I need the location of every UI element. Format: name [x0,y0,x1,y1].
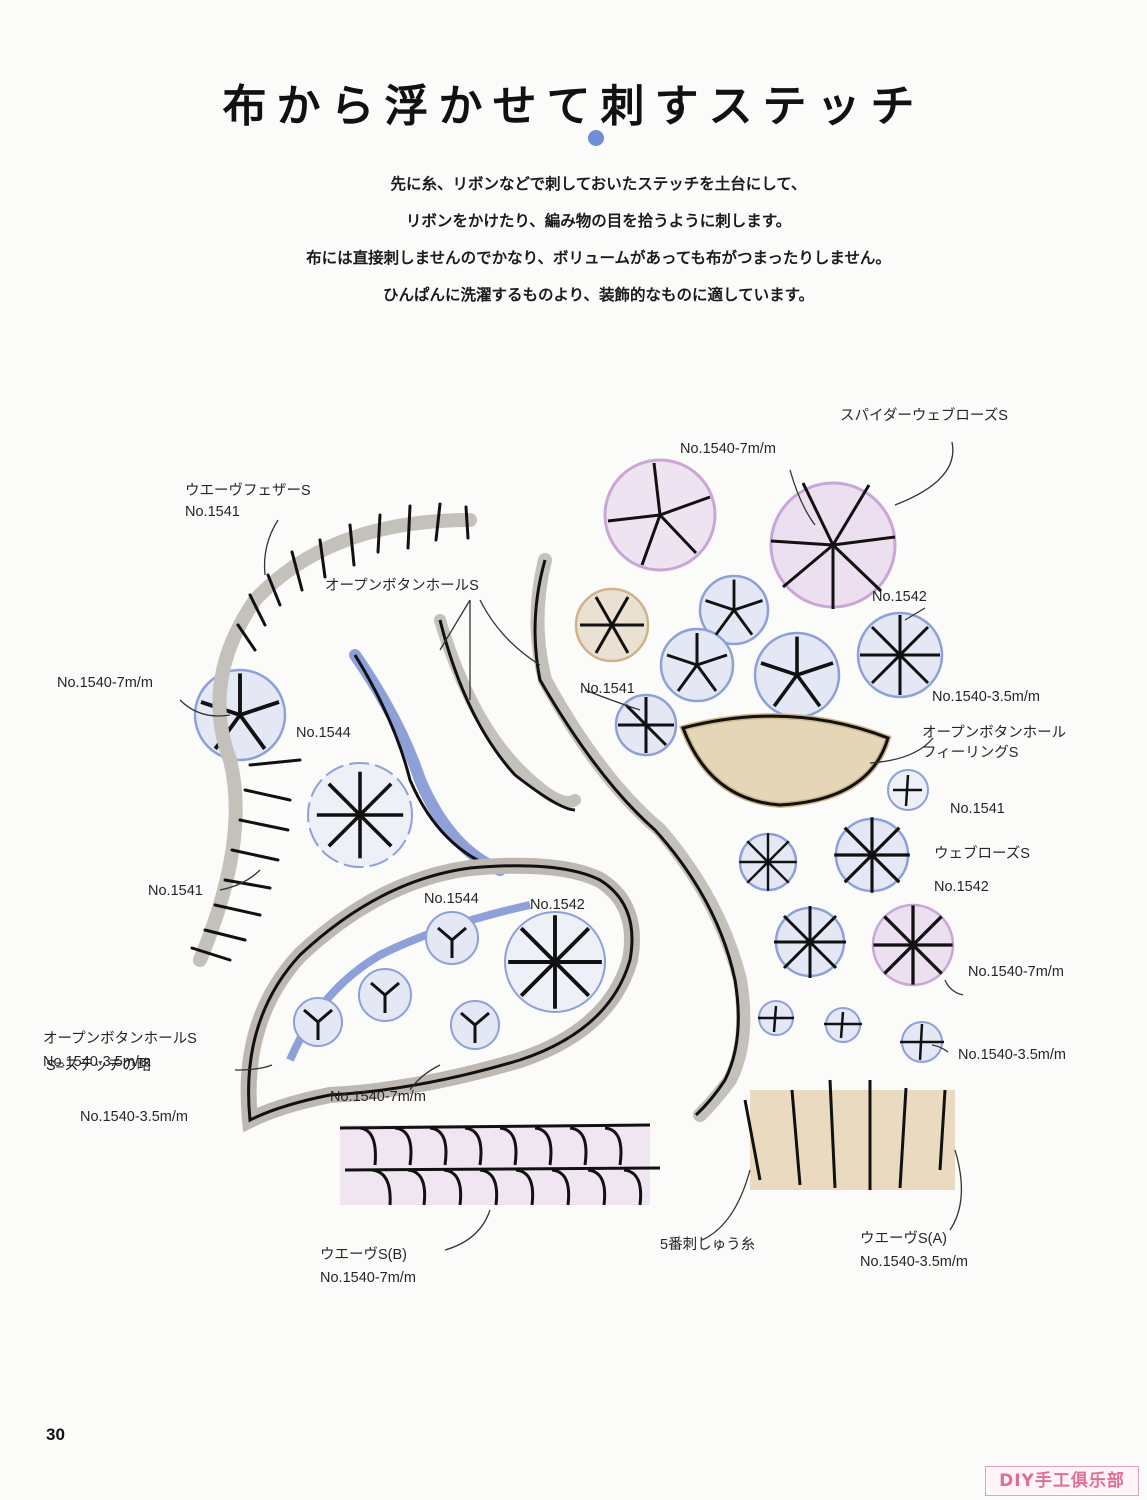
wave-feather-stitch [190,502,477,967]
label-ribbon-number: No.1544 [424,891,479,907]
label-ribbon-size: No.1540-3.5m/m [958,1047,1066,1063]
intro-text: 先に糸、リボンなどで刺しておいたステッチを土台にして、 リボンをかけたり、編み物… [0,166,1147,314]
label-wave-a: ウエーヴS(A) [860,1231,947,1247]
page-number: 30 [46,1425,65,1444]
intro-line: 布には直接刺しませんのでかなり、ボリュームがあっても布がつまったりしません。 [306,249,891,267]
wave-stitch-b [339,1123,661,1206]
label-open-buttonhole: オープンボタンホールS [43,1031,197,1047]
open-buttonhole-stitch [349,553,751,1122]
label-ribbon-number: No.1541 [148,883,203,899]
label-ribbon-size: No.1540-3.5m/m [860,1254,968,1270]
paisley-open-buttonhole [240,857,640,1133]
label-web-rose: ウェブローズS [934,846,1030,862]
label-ribbon-size: No.1540-7m/m [330,1089,426,1105]
label-open-buttonhole: オープンボタンホールS [325,578,479,594]
label-open-buttonhole-filling: オープンボタンホール [922,725,1067,741]
watermark: DIY手工俱乐部 [985,1466,1139,1496]
label-ribbon-size: No.1540-7m/m [968,964,1064,980]
intro-line: ひんぱんに洗濯するものより、装飾的なものに適しています。 [382,286,815,304]
label-ribbon-size: No.1540-7m/m [320,1270,416,1286]
spider-web-rose-stitch [603,458,897,609]
intro-line: 先に糸、リボンなどで刺しておいたステッチを土台にして、 [390,175,807,193]
star-rose-1544 [307,762,413,868]
label-ribbon-number: No.1541 [950,801,1005,817]
label-ribbon-number: No.1542 [934,879,989,895]
wave-stitch-a [743,1079,955,1190]
intro-line: リボンをかけたり、編み物の目を拾うように刺します。 [405,212,792,230]
page-title: 布から浮かせて刺すステッチ [222,81,925,132]
label-ribbon-size: No.1540-3.5m/m [80,1109,188,1125]
label-wave-b: ウエーヴS(B) [320,1247,407,1263]
label-spider-web-rose: スパイダーウェブローズS [840,408,1008,424]
label-ribbon-number: No.1541 [185,504,240,520]
label-open-buttonhole-filling: フィーリングS [922,745,1019,761]
label-wave-feather: ウエーヴフェザーS [185,483,311,499]
open-buttonhole-filling-stitch [679,713,892,809]
label-ribbon-number: No.1541 [580,681,635,697]
label-ribbon-size: No.1540-3.5m/m [932,689,1040,705]
label-ribbon-size: No.1540-7m/m [57,675,153,691]
leader-lines [179,441,964,1251]
web-rose-stitch [738,769,955,1063]
title-accent-dot [588,130,604,146]
label-ribbon-number: No.1542 [872,589,927,605]
label-embroidery-thread: 5番刺しゅう糸 [660,1237,756,1253]
label-ribbon-size: No.1540-7m/m [680,441,776,457]
label-ribbon-size: No.1540-3.5m/m [43,1054,151,1070]
label-ribbon-number: No.1542 [530,897,585,913]
footnote: S=ステッチの略 [46,1058,152,1074]
label-ribbon-number: No.1544 [296,725,351,741]
